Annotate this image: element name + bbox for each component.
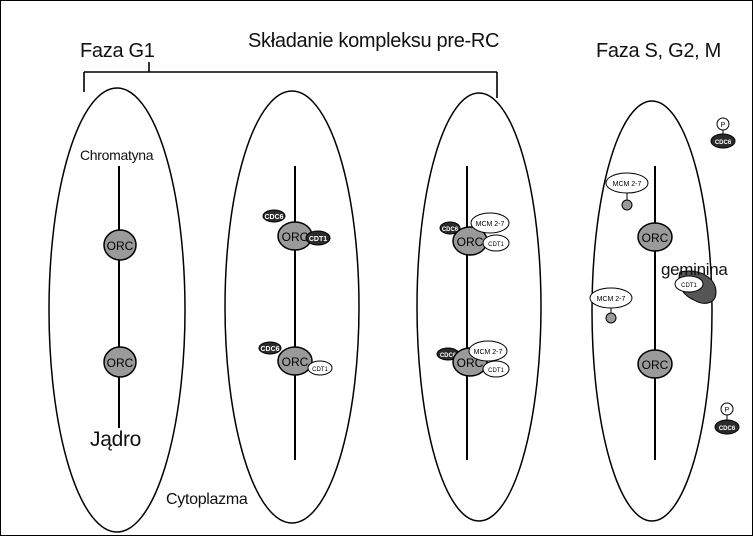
svg-text:CDC6: CDC6 xyxy=(715,140,732,146)
svg-text:CDC6: CDC6 xyxy=(719,426,736,432)
mcm-complex: MCM 2-7 xyxy=(590,288,632,308)
phospho-marker xyxy=(622,200,632,210)
phospho-cdc6: P CDC6 xyxy=(715,403,739,434)
phospho-marker xyxy=(606,313,616,323)
svg-text:ORC: ORC xyxy=(282,230,309,244)
svg-text:ORC: ORC xyxy=(642,231,669,245)
svg-text:MCM 2-7: MCM 2-7 xyxy=(613,181,642,188)
cdt1-protein: CDT1 xyxy=(308,361,332,375)
svg-text:P: P xyxy=(721,122,726,129)
cdc6-protein: CDC6 xyxy=(259,342,281,354)
svg-text:ORC: ORC xyxy=(107,239,134,253)
orc-complex: ORC xyxy=(638,223,672,251)
nucleus-cell-4 xyxy=(592,101,712,521)
nucleus-cell-2 xyxy=(225,91,359,523)
cdc6-protein: CDC6 xyxy=(263,210,285,222)
cdt1-protein: CDT1 xyxy=(483,235,509,251)
svg-text:MCM 2-7: MCM 2-7 xyxy=(597,296,626,303)
svg-text:MCM 2-7: MCM 2-7 xyxy=(476,221,505,228)
nucleus-cell-3 xyxy=(417,93,541,521)
orc-complex: ORC xyxy=(638,350,672,378)
diagram-title: Składanie kompleksu pre-RC xyxy=(248,30,499,53)
mcm-complex: MCM 2-7 xyxy=(606,173,648,193)
phospho-cdc6: P CDC6 xyxy=(711,118,735,148)
svg-text:CDT1: CDT1 xyxy=(309,236,327,243)
cdt1-protein: CDT1 xyxy=(483,361,509,377)
svg-text:CDC6: CDC6 xyxy=(260,346,279,353)
chromatin-label: Chromatyna xyxy=(80,147,153,163)
svg-text:CDT1: CDT1 xyxy=(681,283,697,289)
svg-text:CDT1: CDT1 xyxy=(312,367,328,373)
svg-text:MCM 2-7: MCM 2-7 xyxy=(474,349,503,356)
svg-text:CDC6: CDC6 xyxy=(264,214,283,221)
cdt1-protein: CDT1 xyxy=(306,231,330,245)
phase-sg2m-label: Faza S, G2, M xyxy=(596,40,721,63)
svg-text:CDT1: CDT1 xyxy=(488,242,504,248)
svg-text:ORC: ORC xyxy=(642,358,669,372)
orc-complex: ORC xyxy=(278,347,312,375)
orc-complex: ORC xyxy=(104,230,136,260)
svg-text:ORC: ORC xyxy=(107,356,134,370)
geminin-label: geminina xyxy=(661,260,728,280)
nucleus-label: Jądro xyxy=(90,428,141,452)
g1-bracket xyxy=(84,62,497,98)
phase-g1-label: Faza G1 xyxy=(80,40,155,63)
orc-complex: ORC xyxy=(104,347,136,377)
cytoplasm-label: Cytoplazma xyxy=(166,491,247,509)
svg-text:ORC: ORC xyxy=(457,235,484,249)
svg-text:P: P xyxy=(725,407,730,414)
mcm-complex: MCM 2-7 xyxy=(471,213,509,233)
svg-text:ORC: ORC xyxy=(282,355,309,369)
mcm-complex: MCM 2-7 xyxy=(469,341,507,361)
svg-text:CDT1: CDT1 xyxy=(488,368,504,374)
